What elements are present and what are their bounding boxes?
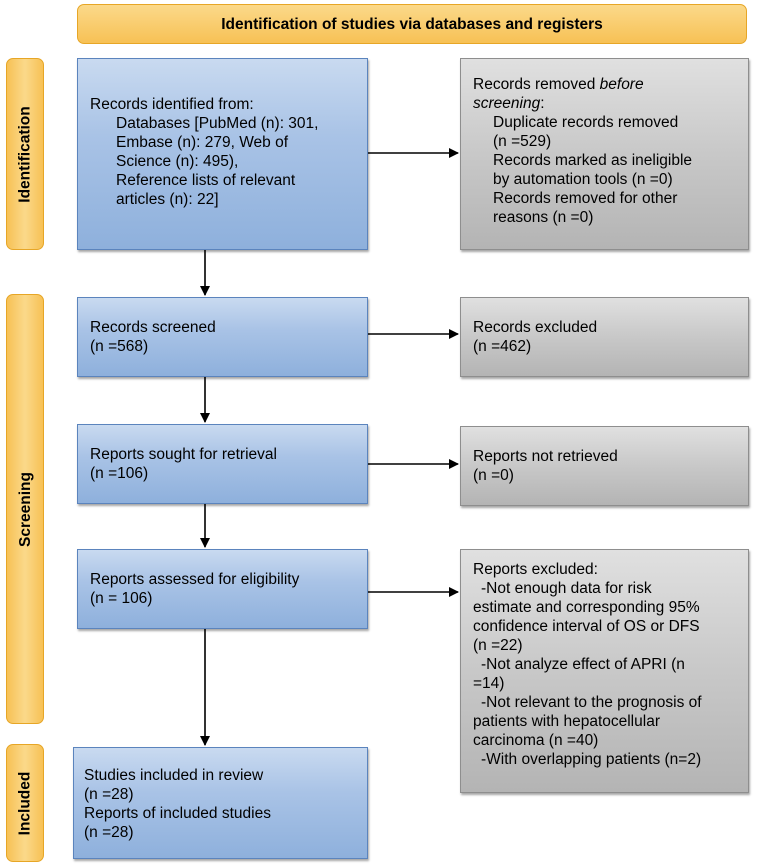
records-identified-line: Science (n): 495), [116,153,239,170]
records-removed-line: Records removed for other [493,190,678,207]
reports-excluded-line: (n =22) [473,637,523,654]
reports-excluded-line: patients with hepatocellular [473,713,660,730]
stage-identification: Identification [6,58,44,250]
reports-not-retrieved-line: Reports not retrieved [473,448,618,465]
reports-excluded-line: confidence interval of OS or DFS [473,618,700,635]
records-screened-line: Records screened [90,319,216,336]
reports-excluded-title: Reports excluded: [473,561,598,578]
stage-included: Included [6,744,44,862]
records-screened-count: (n =568) [90,338,149,355]
records-identified-line: Reference lists of relevant [116,172,296,189]
reports-included-count: (n =28) [84,824,134,841]
reports-excluded-line: estimate and corresponding 95% [473,599,700,616]
records-removed-line: Duplicate records removed [493,114,679,131]
reports-included-line: Reports of included studies [84,805,271,822]
records-excluded-count: (n =462) [473,338,532,355]
header-identification-of-studies: Identification of studies via databases … [77,4,747,44]
records-identified-box: Records identified from: Databases [PubM… [77,58,368,250]
studies-included-box: Studies included in review (n =28) Repor… [73,747,368,859]
records-removed-line: (n =529) [493,133,552,150]
records-removed-line: Records marked as ineligible [493,152,693,169]
header-title: Identification of studies via databases … [221,15,603,33]
records-excluded-line: Records excluded [473,319,598,336]
records-removed-box: Records removed before screening: Duplic… [460,58,749,250]
records-removed-line: by automation tools (n =0) [493,171,673,188]
reports-excluded-line: =14) [473,675,505,692]
records-identified-line: Embase (n): 279, Web of [116,134,289,151]
records-excluded-box: Records excluded (n =462) [460,297,749,377]
studies-included-line: Studies included in review [84,767,264,784]
records-removed-colon: : [540,95,545,112]
reports-excluded-line: carcinoma (n =40) [473,732,599,749]
records-removed-line: reasons (n =0) [493,209,594,226]
stage-screening: Screening [6,294,44,724]
reports-excluded-line: -With overlapping patients (n=2) [481,751,702,768]
records-identified-line: articles (n): 22] [116,191,219,208]
records-removed-title-cont: screening: [473,94,748,113]
reports-sought-box: Reports sought for retrieval (n =106) [77,424,368,504]
reports-assessed-box: Reports assessed for eligibility (n = 10… [77,549,368,629]
records-removed-before-text: before [599,76,644,93]
reports-assessed-line: Reports assessed for eligibility [90,571,300,588]
reports-excluded-line: -Not analyze effect of APRI (n [481,656,685,673]
reports-excluded-line: -Not enough data for risk [481,580,652,597]
reports-excluded-line: -Not relevant to the prognosis of [481,694,702,711]
reports-sought-count: (n =106) [90,465,149,482]
reports-excluded-box: Reports excluded: -Not enough data for r… [460,549,749,793]
records-identified-line: Records identified from: [90,96,254,113]
records-identified-line: Databases [PubMed (n): 301, [116,115,319,132]
records-removed-screening-text: screening [473,95,541,112]
records-removed-title: Records removed before [473,75,748,94]
reports-not-retrieved-count: (n =0) [473,467,514,484]
reports-not-retrieved-box: Reports not retrieved (n =0) [460,426,749,506]
reports-sought-line: Reports sought for retrieval [90,446,277,463]
studies-included-count: (n =28) [84,786,134,803]
records-removed-title-text: Records removed [473,76,600,93]
reports-assessed-count: (n = 106) [90,590,153,607]
records-screened-box: Records screened (n =568) [77,297,368,377]
